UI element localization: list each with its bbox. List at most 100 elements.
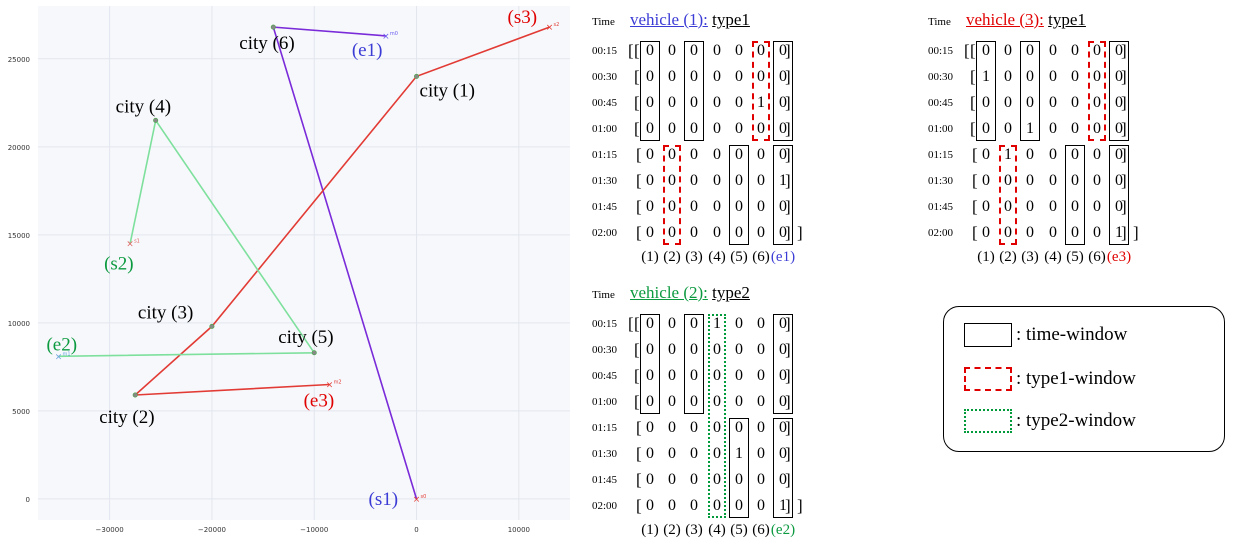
row-bracket-close: ] xyxy=(1121,145,1127,164)
matrix-cell: 0 xyxy=(735,42,743,59)
row-bracket-open: [ xyxy=(634,67,640,86)
node-label-e3: (e3) xyxy=(304,390,335,411)
matrix-cell: 0 xyxy=(1026,224,1034,241)
matrix-cell: 0 xyxy=(1026,42,1034,59)
node-label-c3: city (3) xyxy=(138,302,193,323)
time-row-label: 01:00 xyxy=(592,396,618,408)
matrix-cell: 1 xyxy=(735,445,743,462)
outer-bracket-open: [ xyxy=(628,41,634,60)
matrix-cell: 0 xyxy=(668,419,676,436)
matrix-cell: 0 xyxy=(646,367,654,384)
time-row-label: 00:15 xyxy=(592,45,618,57)
t1-window-box xyxy=(752,41,770,141)
matrix-cell: 0 xyxy=(735,367,743,384)
column-label: (4) xyxy=(708,249,726,265)
matrix-cell: 0 xyxy=(1004,198,1012,215)
matrix-cell: 0 xyxy=(757,315,765,332)
city-marker-c5 xyxy=(311,350,317,356)
time-window-box xyxy=(640,314,660,414)
matrix-cell: 0 xyxy=(982,224,990,241)
time-window-box xyxy=(684,314,704,414)
node-label-c1: city (1) xyxy=(420,80,475,101)
matrix-cell: 0 xyxy=(1049,94,1057,111)
time-window-box xyxy=(729,145,749,245)
node-tag-s3: s2 xyxy=(554,22,560,28)
matrix-cell: 0 xyxy=(1004,172,1012,189)
y-tick-label: 25000 xyxy=(8,56,30,64)
plot-area xyxy=(38,6,570,520)
matrix-cell: 0 xyxy=(1026,198,1034,215)
matrix-cell: 0 xyxy=(713,224,721,241)
column-label: (2) xyxy=(999,249,1017,265)
matrix-cell: 0 xyxy=(982,172,990,189)
node-tag-e3: m2 xyxy=(334,379,342,385)
city-marker-c4 xyxy=(153,117,159,123)
matrix-cell: 0 xyxy=(779,198,787,215)
matrix-cell: 0 xyxy=(1071,42,1079,59)
time-row-label: 01:15 xyxy=(592,422,618,434)
vehicle-type: type2 xyxy=(712,283,750,302)
matrix-cell: 0 xyxy=(668,198,676,215)
matrix-cell: 1 xyxy=(1115,224,1123,241)
matrix-cell: 0 xyxy=(1115,68,1123,85)
matrix-title: vehicle (3): type1 xyxy=(966,10,1086,30)
matrix-cell: 0 xyxy=(1049,120,1057,137)
matrix-cell: 0 xyxy=(982,94,990,111)
time-window-box xyxy=(1109,41,1129,141)
row-bracket-open: [ xyxy=(634,392,640,411)
t2-window-box xyxy=(708,314,726,518)
matrix-cell: 0 xyxy=(713,68,721,85)
y-tick-label: 15000 xyxy=(8,232,30,240)
matrix-cell: 0 xyxy=(735,198,743,215)
matrix-cell: 0 xyxy=(735,315,743,332)
matrix-cell: 0 xyxy=(1071,172,1079,189)
legend-swatch-time xyxy=(964,323,1012,347)
matrix-cell: 0 xyxy=(757,68,765,85)
matrix-cell: 1 xyxy=(1004,146,1012,163)
row-bracket-close: ] xyxy=(785,197,791,216)
column-label: (1) xyxy=(641,249,659,265)
x-tick-label: 10000 xyxy=(508,526,530,534)
node-tag-e1: m0 xyxy=(390,31,398,37)
matrix-cell: 0 xyxy=(735,172,743,189)
node-marker-e3: × xyxy=(326,380,334,390)
time-header: Time xyxy=(592,16,615,28)
row-bracket-open: [ xyxy=(634,41,640,60)
matrix-cell: 0 xyxy=(713,172,721,189)
matrix-cell: 0 xyxy=(690,393,698,410)
matrix-cell: 0 xyxy=(1071,94,1079,111)
matrix-cell: 0 xyxy=(646,445,654,462)
column-label: (3) xyxy=(685,249,703,265)
row-bracket-close: ] xyxy=(785,340,791,359)
vehicle-name: vehicle (3): xyxy=(966,10,1044,29)
time-row-label: 02:00 xyxy=(592,500,618,512)
legend-swatch-type2 xyxy=(964,409,1012,433)
t1-window-box xyxy=(999,145,1017,245)
matrix-cell: 0 xyxy=(646,68,654,85)
time-row-label: 01:45 xyxy=(592,474,618,486)
row-bracket-open: [ xyxy=(636,418,642,437)
time-window-box xyxy=(1065,145,1085,245)
matrix-cell: 1 xyxy=(757,94,765,111)
matrix-cell: 0 xyxy=(668,393,676,410)
row-bracket-close: ] xyxy=(785,418,791,437)
time-row-label: 01:45 xyxy=(928,201,954,213)
matrix-cell: 0 xyxy=(690,315,698,332)
matrix-cell: 0 xyxy=(735,146,743,163)
node-label-c2: city (2) xyxy=(99,407,154,428)
node-marker-e2: × xyxy=(55,352,63,362)
column-label: (2) xyxy=(663,249,681,265)
time-row-label: 02:00 xyxy=(592,227,618,239)
column-label: (e3) xyxy=(1106,249,1132,265)
matrix-cell: 0 xyxy=(646,471,654,488)
column-label: (4) xyxy=(1044,249,1062,265)
matrix-cell: 0 xyxy=(713,393,721,410)
node-label-s1: (s1) xyxy=(369,489,399,510)
city-marker-c6 xyxy=(270,24,276,30)
row-bracket-close: ] xyxy=(785,67,791,86)
matrix-cell: 0 xyxy=(735,471,743,488)
node-label-c6: city (6) xyxy=(239,33,294,54)
matrix-cell: 0 xyxy=(713,42,721,59)
matrix-cell: 0 xyxy=(690,419,698,436)
